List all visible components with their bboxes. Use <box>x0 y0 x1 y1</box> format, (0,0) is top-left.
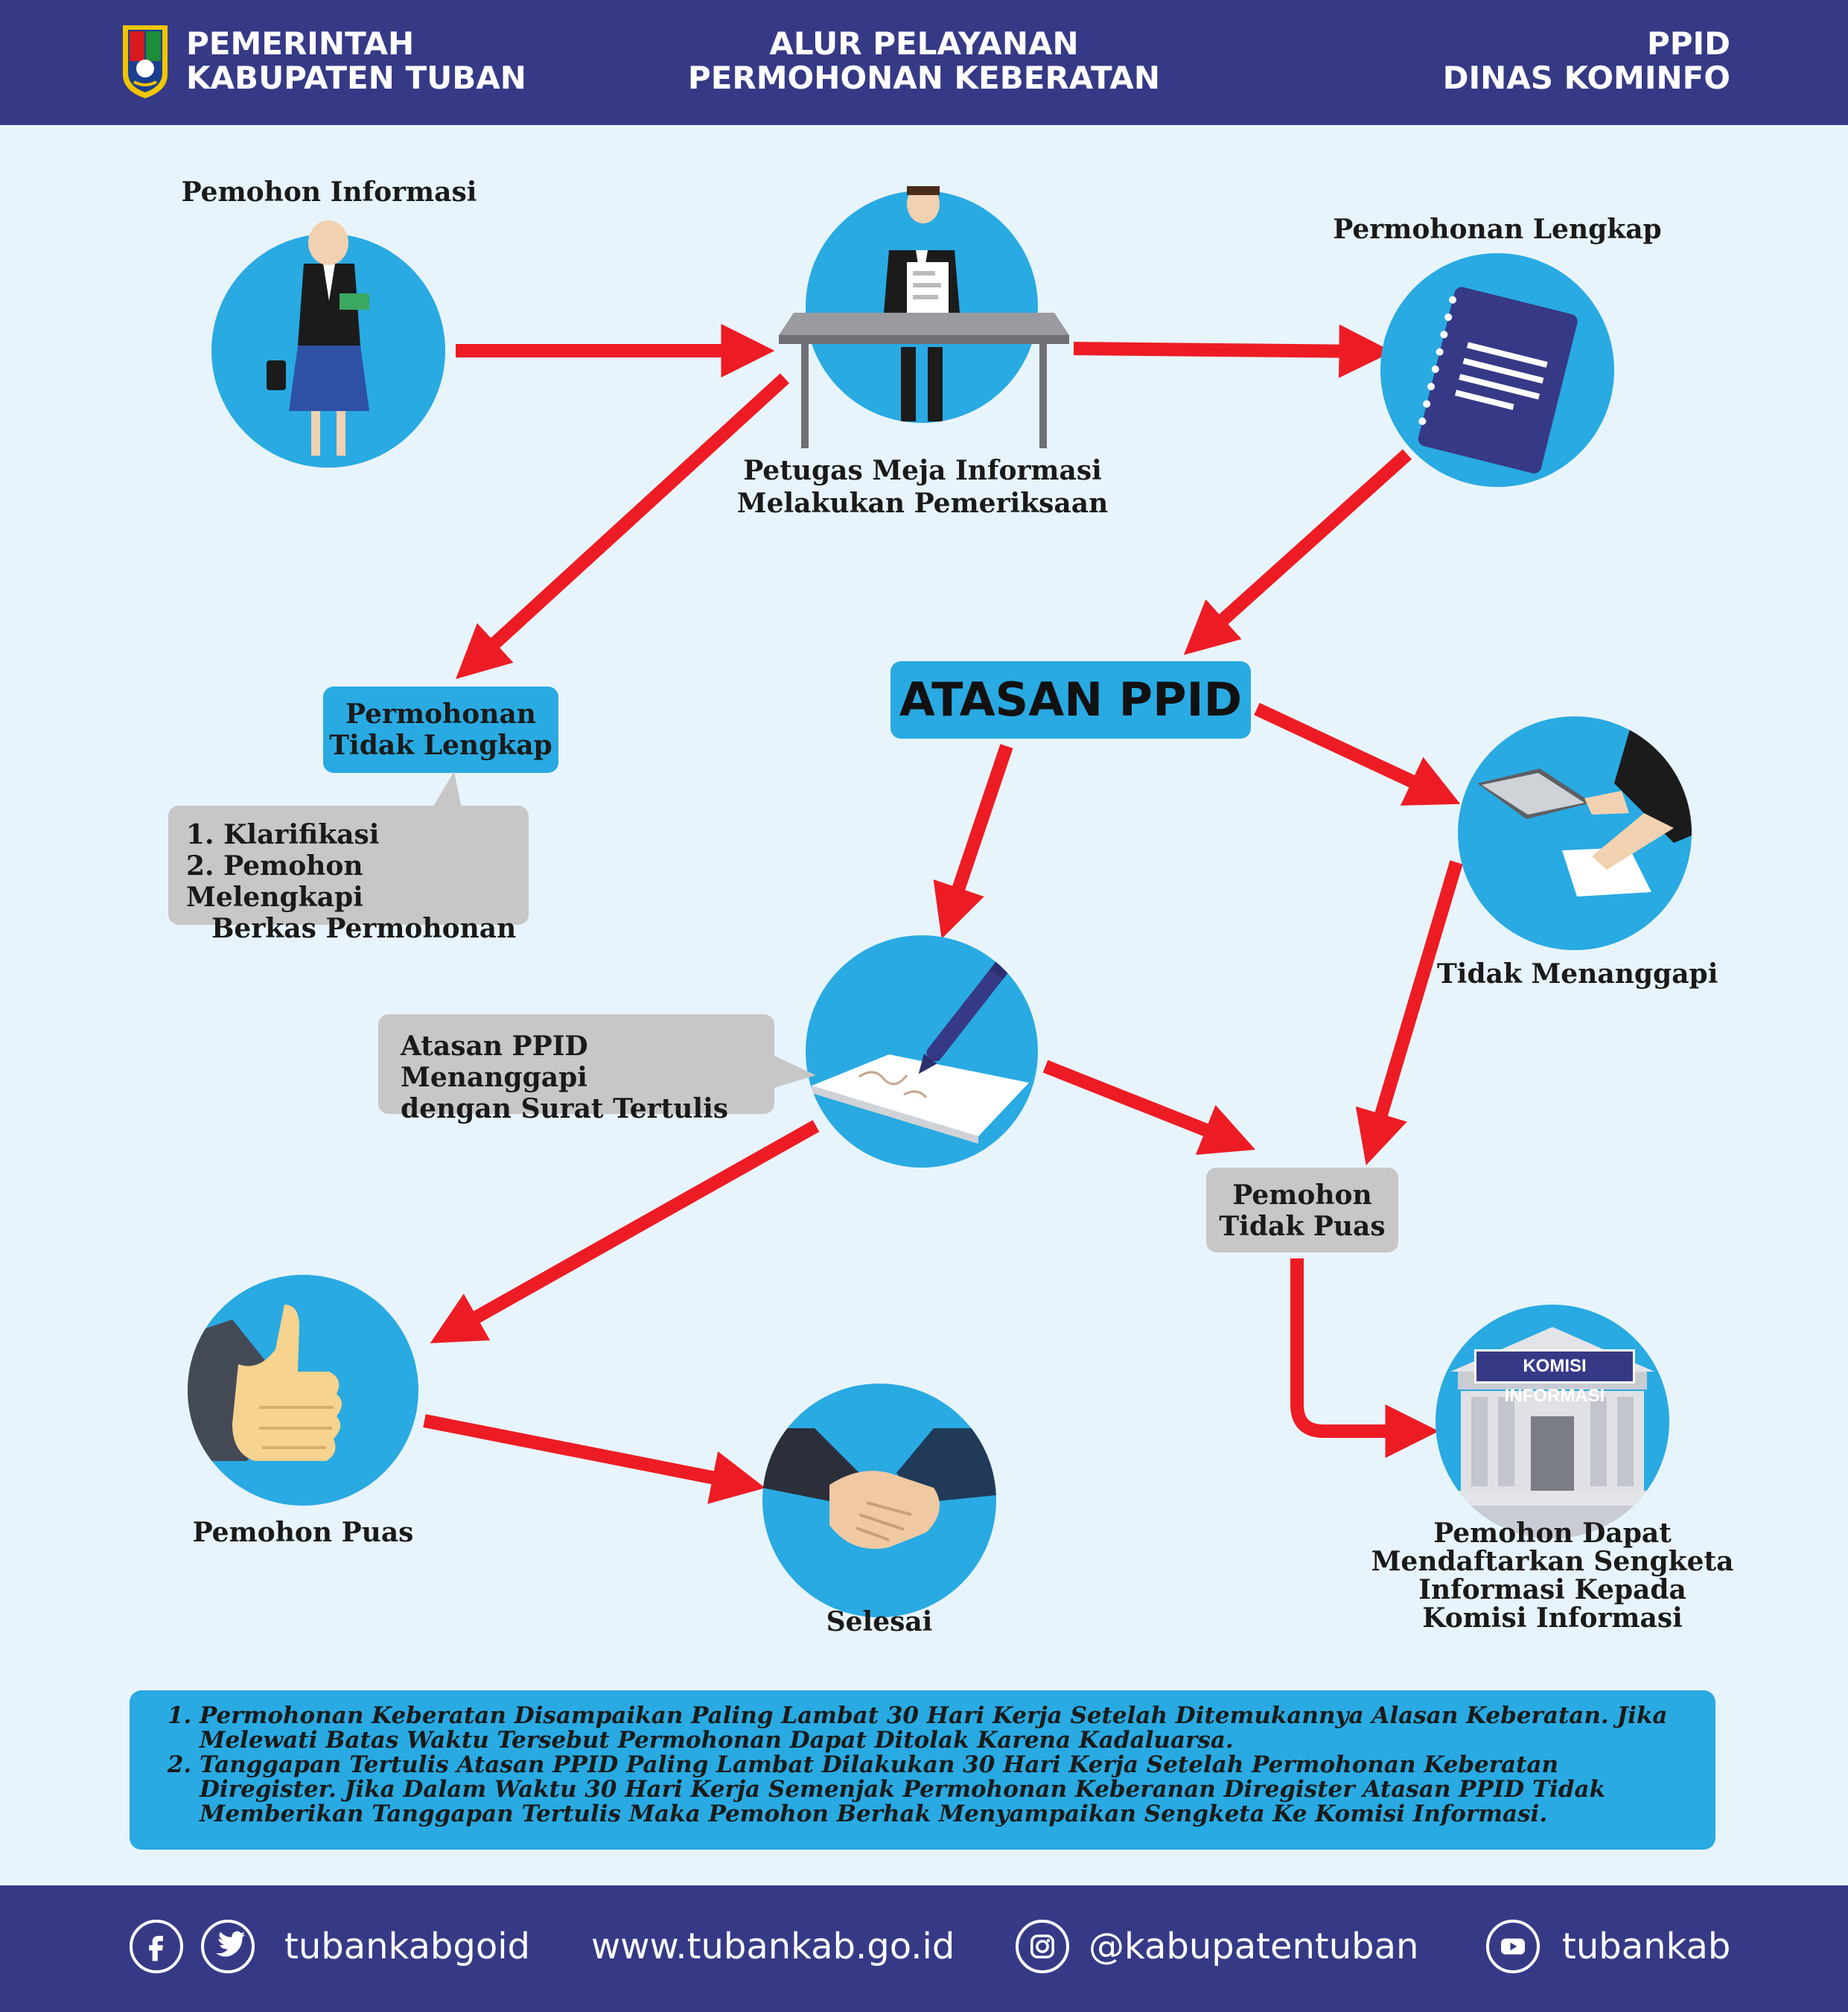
label-pemohon-puas: Pemohon Puas <box>192 1517 414 1548</box>
permohonan-lengkap-circle <box>1380 253 1614 487</box>
callout-pointer-menanggapi <box>771 1054 816 1089</box>
label-permohonan-lengkap: Permohonan Lengkap <box>1333 214 1662 245</box>
header-left-line-2: KABUPATEN TUBAN <box>186 60 526 96</box>
box-menanggapi-line-1: Atasan PPID Menanggapi <box>401 1031 588 1093</box>
label-pemohon-informasi: Pemohon Informasi <box>181 176 477 208</box>
note-item-1: Permohonan Keberatan Disampaikan Paling … <box>200 1704 1674 1753</box>
arrow-lengkap-to-atasan <box>1183 449 1412 655</box>
label-sengketa-line-3: Informasi Kepada <box>1418 1574 1686 1605</box>
footer-instagram-handle[interactable]: @kabupatentuban <box>1089 1926 1419 1967</box>
desk-icon <box>779 186 1069 448</box>
woman-head <box>308 220 348 265</box>
menanggapi-circle <box>806 935 1038 1168</box>
label-sengketa: Pemohon Dapat Mendaftarkan Sengketa Info… <box>1369 1519 1736 1632</box>
label-petugas: Petugas Meja Informasi Melakukan Pemerik… <box>715 454 1130 520</box>
arrow-puas-to-selesai <box>423 1414 765 1504</box>
box-tidak-puas-line-1: Pemohon <box>1232 1179 1372 1211</box>
petugas-circle <box>806 191 1038 423</box>
header-right-line-2: DINAS KOMINFO <box>1442 60 1730 96</box>
label-tidak-menanggapi: Tidak Menanggapi <box>1437 958 1718 990</box>
header-title-line-1: ALUR PELAYANAN <box>769 25 1079 62</box>
header-right: PPID DINAS KOMINFO <box>1443 27 1730 95</box>
label-sengketa-line-4: Komisi Informasi <box>1422 1602 1683 1634</box>
header-title: ALUR PELAYANAN PERMOHONAN KEBERATAN <box>0 27 1848 95</box>
klarifikasi-item-2-cont: Berkas Permohonan <box>211 913 517 944</box>
arrow-atasan-to-tidak-menanggapi <box>1254 702 1461 806</box>
arrow-petugas-to-tidak-lengkap <box>456 373 790 679</box>
box-tidak-puas: Pemohon Tidak Puas <box>1206 1168 1398 1252</box>
box-tidak-puas-line-2: Tidak Puas <box>1219 1211 1386 1242</box>
box-tidak-lengkap-line-1: Permohonan <box>345 698 536 730</box>
komisi-informasi-sign: KOMISI INFORMASI <box>1474 1349 1635 1406</box>
footer-social-handle[interactable]: tubankabgoid <box>284 1926 531 1967</box>
handshake-icon <box>762 1428 996 1549</box>
twitter-icon[interactable] <box>201 1920 255 1973</box>
label-petugas-line-2: Melakukan Pemeriksaan <box>736 488 1109 519</box>
woman-icon <box>267 234 369 456</box>
klarifikasi-item-2: 2. Pemohon Melengkapi <box>186 850 363 913</box>
arrow-atasan-to-tanggapan <box>933 744 1013 939</box>
komisi-informasi-circle <box>1436 1305 1669 1538</box>
box-atasan-ppid: ATASAN PPID <box>890 661 1251 739</box>
klarifikasi-item-1: 1. Klarifikasi <box>186 819 380 850</box>
label-selesai: Selesai <box>826 1606 933 1637</box>
label-sengketa-line-2: Mendaftarkan Sengketa <box>1371 1546 1734 1577</box>
building-icon <box>1438 1327 1666 1538</box>
note-item-2: Tanggapan Tertulis Atasan PPID Paling La… <box>200 1753 1674 1827</box>
footer-bar: tubankabgoid www.tubankab.go.id @kabupat… <box>0 1885 1848 2012</box>
pemohon-puas-circle <box>188 1275 418 1506</box>
label-petugas-line-1: Petugas Meja Informasi <box>743 455 1102 486</box>
box-tidak-lengkap-line-2: Tidak Lengkap <box>329 730 552 761</box>
selesai-circle <box>762 1384 996 1617</box>
header-right-line-1: PPID <box>1646 25 1730 62</box>
callout-pointer-klarifikasi <box>432 771 462 809</box>
box-menanggapi-line-2: dengan Surat Tertulis <box>401 1093 729 1124</box>
notebook-icon <box>1418 287 1578 474</box>
thumbs-up-icon <box>188 1305 342 1461</box>
document-handover-icon <box>1477 716 1692 897</box>
facebook-icon[interactable] <box>130 1920 183 1973</box>
header-left: PEMERINTAH KABUPATEN TUBAN <box>186 27 526 95</box>
arrow-tidak-puas-to-komisi <box>1290 1258 1439 1458</box>
header-bar: PEMERINTAH KABUPATEN TUBAN ALUR PELAYANA… <box>0 0 1848 125</box>
notes-list: Permohonan Keberatan Disampaikan Paling … <box>171 1704 1674 1827</box>
box-menanggapi: Atasan PPID Menanggapi dengan Surat Tert… <box>378 1014 774 1124</box>
youtube-icon[interactable] <box>1486 1920 1540 1973</box>
footer-youtube-handle[interactable]: tubankab <box>1562 1926 1731 1967</box>
arrow-tidak-menanggapi-to-tidak-puas <box>1355 860 1463 1166</box>
tuban-logo <box>123 25 168 98</box>
instagram-icon[interactable] <box>1016 1920 1069 1973</box>
arrow-tanggapan-to-puas <box>430 1120 820 1343</box>
tidak-menanggapi-circle <box>1458 716 1692 950</box>
arrow-tanggapan-to-tidak-puas <box>1042 1060 1256 1155</box>
box-tidak-lengkap: Permohonan Tidak Lengkap <box>323 687 558 773</box>
header-title-line-2: PERMOHONAN KEBERATAN <box>687 60 1161 96</box>
arrow-petugas-to-lengkap <box>1073 324 1393 378</box>
pen-paper-icon <box>812 954 1029 1144</box>
footer-website-link[interactable]: www.tubankab.go.id <box>591 1926 955 1967</box>
pemohon-informasi-circle <box>211 234 445 468</box>
header-left-line-1: PEMERINTAH <box>186 25 415 62</box>
box-klarifikasi: 1. Klarifikasi 2. Pemohon Melengkapi Ber… <box>168 806 529 944</box>
notes-box: Permohonan Keberatan Disampaikan Paling … <box>130 1690 1715 1850</box>
label-sengketa-line-1: Pemohon Dapat <box>1433 1518 1672 1549</box>
